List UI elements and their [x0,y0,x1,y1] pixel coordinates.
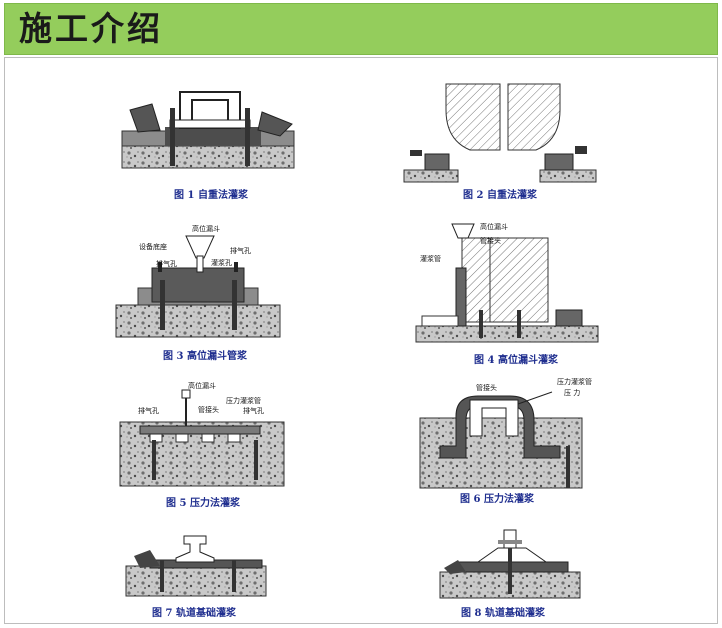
figure-3-caption: 图 3 高位漏斗管浆 [163,351,247,362]
figure-7-caption: 图 7 轨道基础灌浆 [152,608,236,619]
figure-8-diagram [439,529,581,599]
figure-3-diagram [115,235,281,338]
figure-5-label-vent-left: 排气孔 [138,407,159,415]
header-bar: 施工介绍 [4,3,718,55]
figure-1-diagram [121,91,295,169]
figure-4-label-pipe: 灌浆管 [420,255,441,263]
figure-6-diagram [419,391,583,489]
figure-7-diagram [125,535,267,597]
figure-2-caption: 图 2 自重法灌浆 [463,190,537,201]
figure-6-caption: 图 6 压力法灌浆 [460,494,534,505]
figure-3-label-vent-left: 排气孔 [156,260,177,268]
figure-4-label-joint: 管接头 [480,237,501,245]
figure-6-label-joint: 管接头 [476,384,497,392]
figure-4-label-funnel: 高位漏斗 [480,223,508,231]
figure-5-label-funnel: 高位漏斗 [188,382,216,390]
figure-2-diagram [403,83,597,183]
figure-5-caption: 图 5 压力法灌浆 [166,498,240,509]
figure-5-diagram [119,389,285,487]
figure-3-label-grout-hole: 灌浆孔 [211,259,232,267]
figure-5-label-pressure-pipe: 压力灌浆管 [226,397,261,405]
page-title: 施工介绍 [19,9,163,48]
figure-3-label-base: 设备底座 [139,243,167,251]
figure-8-caption: 图 8 轨道基础灌浆 [461,608,545,619]
figure-5-label-joint: 管接头 [198,406,219,414]
figure-3-label-vent-right: 排气孔 [230,247,251,255]
figure-1-caption: 图 1 自重法灌浆 [174,190,248,201]
figure-6-label-pressure-pipe: 压力灌浆管 [557,378,592,386]
figure-4-diagram [415,223,599,343]
content-frame [4,57,718,624]
figure-3-label-funnel: 高位漏斗 [192,225,220,233]
figure-4-caption: 图 4 高位漏斗灌浆 [474,355,558,366]
figure-5-label-vent-right: 排气孔 [243,407,264,415]
figure-6-label-pressure: 压 力 [564,389,581,397]
